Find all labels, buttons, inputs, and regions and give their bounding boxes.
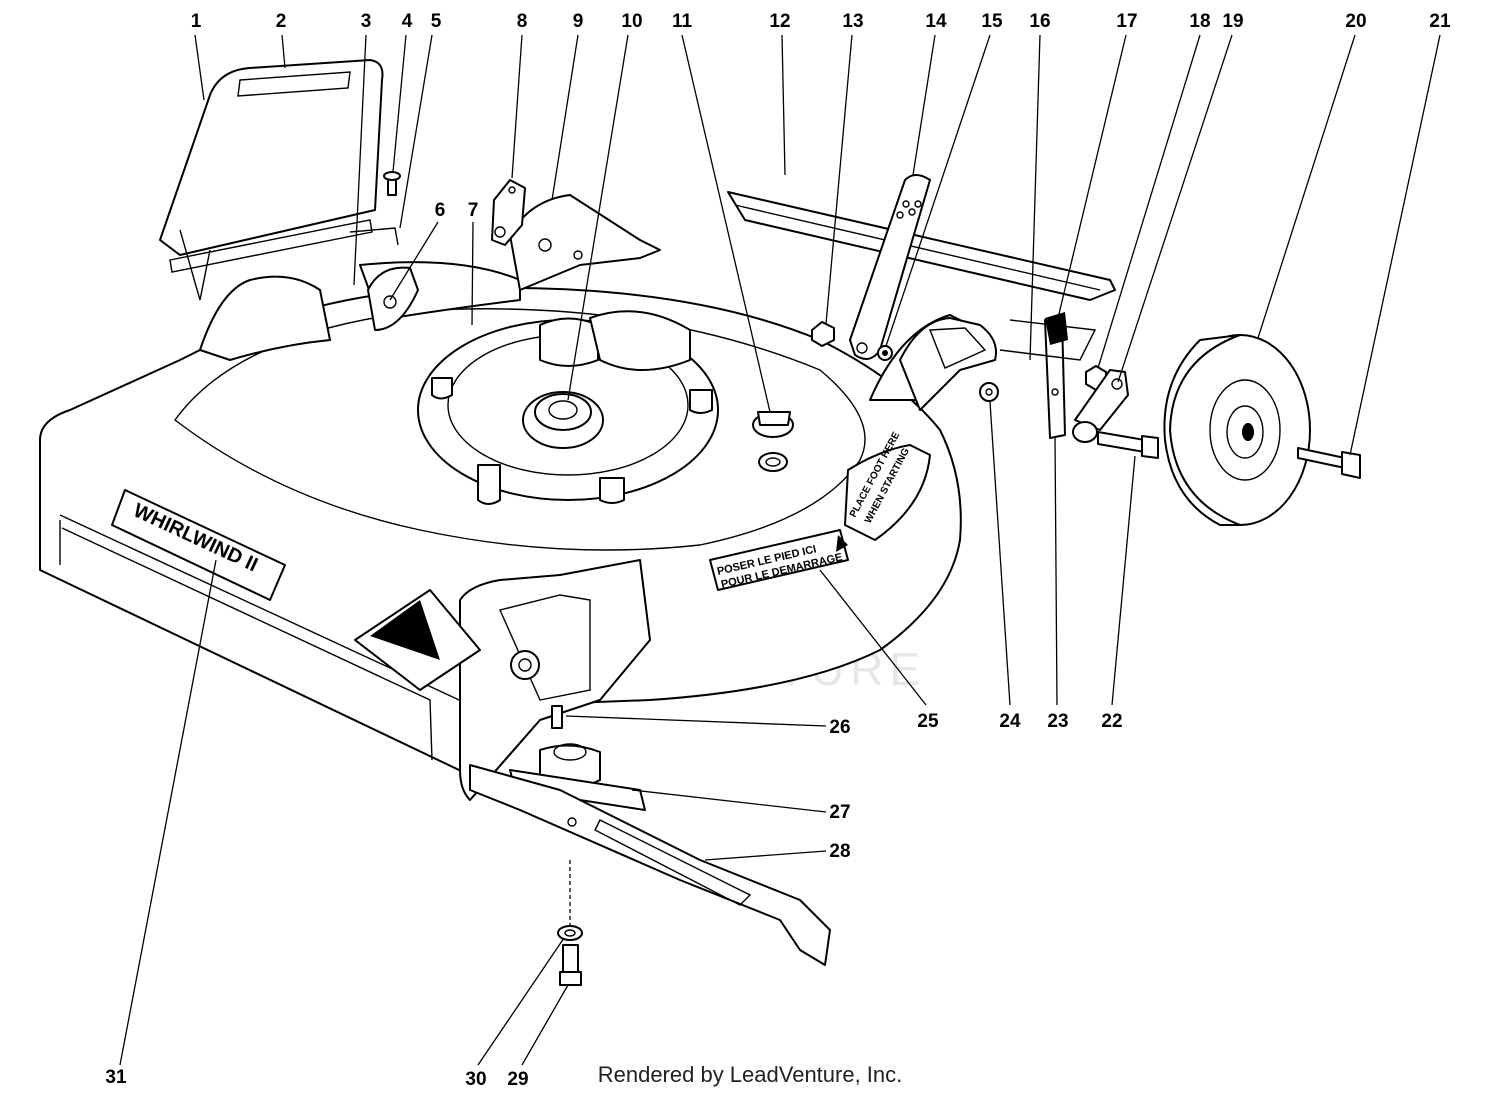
blade [469, 764, 831, 966]
callout-4: 4 [402, 11, 413, 32]
callout-21: 21 [1429, 11, 1451, 32]
callout-7: 7 [468, 200, 479, 221]
callout-23: 23 [1047, 711, 1068, 732]
callout-16: 16 [1029, 11, 1050, 32]
callout-1: 1 [191, 11, 202, 32]
callout-24: 24 [999, 711, 1021, 732]
callout-2: 2 [276, 11, 287, 32]
callout-15: 15 [981, 11, 1003, 32]
callout-25: 25 [917, 711, 939, 732]
callout-20: 20 [1345, 11, 1366, 32]
callout-19: 19 [1222, 11, 1243, 32]
footer-credit: Rendered by LeadVenture, Inc. [597, 1062, 903, 1087]
callout-14: 14 [925, 11, 947, 32]
callout-13: 13 [842, 11, 863, 32]
callout-31: 31 [105, 1067, 127, 1088]
callout-27: 27 [829, 802, 850, 823]
callout-8: 8 [517, 11, 528, 32]
callout-12: 12 [769, 11, 790, 32]
leader-lines [119, 34, 1441, 1066]
arrow-icon [836, 535, 848, 552]
callout-22: 22 [1101, 711, 1122, 732]
wheel [1163, 334, 1311, 526]
callout-11: 11 [672, 11, 693, 32]
callout-26: 26 [829, 717, 850, 738]
callout-17: 17 [1116, 11, 1137, 32]
callout-10: 10 [621, 11, 642, 32]
callout-18: 18 [1189, 11, 1210, 32]
callout-30: 30 [465, 1069, 486, 1090]
mower-deck [39, 194, 981, 801]
callout-5: 5 [431, 11, 442, 32]
callout-28: 28 [829, 841, 850, 862]
callout-3: 3 [361, 11, 372, 32]
callout-6: 6 [435, 200, 446, 221]
callout-labels: 1 2 3 4 5 6 7 8 9 10 11 12 13 14 15 16 1… [105, 11, 1451, 1090]
callout-9: 9 [573, 11, 584, 32]
rear-door [159, 59, 384, 301]
callout-29: 29 [507, 1069, 528, 1090]
